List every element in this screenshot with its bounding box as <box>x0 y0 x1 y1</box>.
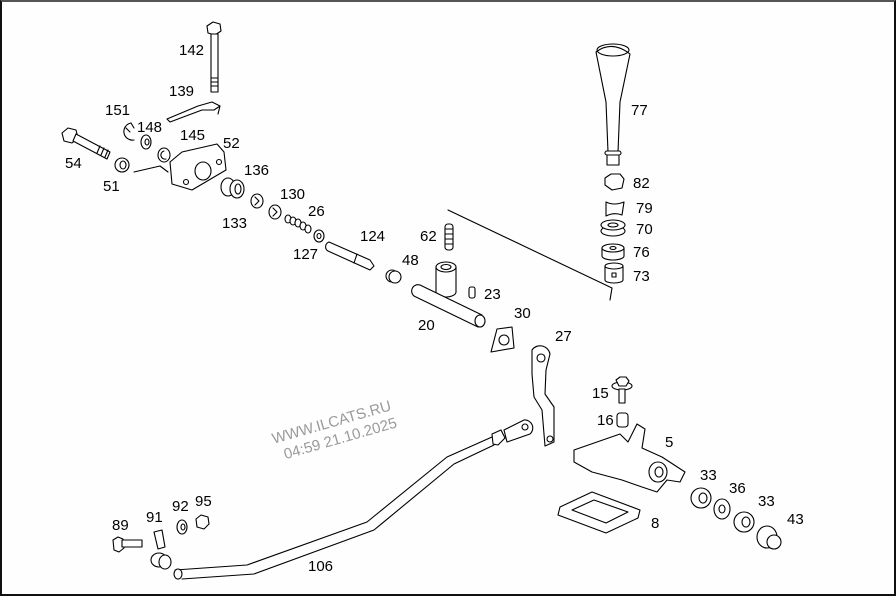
part-5-shift-bracket[interactable] <box>573 423 686 493</box>
callout-27[interactable]: 27 <box>555 328 572 345</box>
callout-33[interactable]: 33 <box>700 467 717 484</box>
callout-82[interactable]: 82 <box>633 175 650 192</box>
callout-70[interactable]: 70 <box>636 221 653 238</box>
part-142-bolt[interactable] <box>206 21 222 93</box>
callout-130[interactable]: 130 <box>280 186 305 203</box>
callout-142[interactable]: 142 <box>179 42 204 59</box>
part-76-bushing[interactable] <box>601 243 625 261</box>
callout-106[interactable]: 106 <box>308 558 333 575</box>
part-26-washer[interactable] <box>313 229 325 243</box>
part-43-bushing[interactable] <box>756 525 782 550</box>
callout-95[interactable]: 95 <box>195 493 212 510</box>
leader-line-shift-knob <box>447 209 613 301</box>
callout-20[interactable]: 20 <box>418 317 435 334</box>
callout-79[interactable]: 79 <box>636 200 653 217</box>
callout-124[interactable]: 124 <box>360 228 385 245</box>
part-62-spring[interactable] <box>444 223 454 251</box>
part-15-bolt[interactable] <box>611 376 633 404</box>
part-70-rubber-bushing[interactable] <box>600 219 626 237</box>
callout-73[interactable]: 73 <box>633 268 650 285</box>
callout-labels: 142 139 151 148 145 52 54 51 136 133 130… <box>65 42 804 575</box>
part-51-bushing[interactable] <box>114 157 130 173</box>
callout-151[interactable]: 151 <box>105 102 130 119</box>
callout-148[interactable]: 148 <box>137 119 162 136</box>
part-89-bolt[interactable] <box>112 536 143 553</box>
callout-33-second[interactable]: 33 <box>758 493 775 510</box>
part-79-sleeve[interactable] <box>605 201 625 217</box>
callout-77[interactable]: 77 <box>631 102 648 119</box>
callout-23[interactable]: 23 <box>484 286 501 303</box>
callout-62[interactable]: 62 <box>420 228 437 245</box>
part-148-washer[interactable] <box>140 134 152 150</box>
callout-5[interactable]: 5 <box>665 434 673 451</box>
part-130-ring[interactable] <box>268 204 282 220</box>
callout-15[interactable]: 15 <box>592 385 609 402</box>
part-136-bushing[interactable] <box>220 177 245 199</box>
part-82-nut[interactable] <box>604 173 625 191</box>
part-8-gasket[interactable] <box>557 491 641 534</box>
callout-26[interactable]: 26 <box>308 203 325 220</box>
part-127-spring[interactable] <box>284 214 312 234</box>
callout-8[interactable]: 8 <box>651 515 659 532</box>
part-91-clamp[interactable] <box>150 529 172 570</box>
part-73-insert[interactable] <box>604 262 624 284</box>
callout-16[interactable]: 16 <box>597 412 614 429</box>
callout-89[interactable]: 89 <box>112 517 129 534</box>
part-54-bolt[interactable] <box>61 127 111 160</box>
callout-43[interactable]: 43 <box>787 511 804 528</box>
part-48-sleeve[interactable] <box>385 269 402 284</box>
part-124-shaft[interactable] <box>325 241 375 271</box>
callout-139[interactable]: 139 <box>169 83 194 100</box>
callout-36[interactable]: 36 <box>729 480 746 497</box>
callout-48[interactable]: 48 <box>402 252 419 269</box>
callout-51[interactable]: 51 <box>103 178 120 195</box>
part-33-washer[interactable] <box>690 487 712 509</box>
part-139-spring-clip[interactable] <box>166 101 221 123</box>
callout-30[interactable]: 30 <box>514 305 531 322</box>
part-23-pin[interactable] <box>468 286 476 299</box>
watermark: WWW.ILCATS.RU 04:59 21.10.2025 <box>270 397 399 463</box>
part-36-lock-washer[interactable] <box>713 498 731 520</box>
callout-52[interactable]: 52 <box>223 135 240 152</box>
callout-92[interactable]: 92 <box>172 498 189 515</box>
part-20-shift-lever-housing[interactable] <box>411 261 486 328</box>
part-30-plate[interactable] <box>490 326 515 353</box>
part-77-shift-knob[interactable] <box>595 43 631 166</box>
callout-54[interactable]: 54 <box>65 155 82 172</box>
leader-line <box>133 165 169 173</box>
part-92-washer[interactable] <box>176 519 188 535</box>
part-16-sleeve[interactable] <box>616 412 629 428</box>
callout-76[interactable]: 76 <box>633 244 650 261</box>
part-145-bushing[interactable] <box>157 147 171 163</box>
part-133-ring[interactable] <box>250 193 264 209</box>
part-27-lever[interactable] <box>531 345 555 447</box>
part-95-nut[interactable] <box>195 514 210 530</box>
part-106-shift-rod[interactable] <box>173 419 534 580</box>
part-151-circlip[interactable] <box>123 122 135 141</box>
callout-91[interactable]: 91 <box>146 509 163 526</box>
callout-145[interactable]: 145 <box>180 127 205 144</box>
callout-127[interactable]: 127 <box>293 246 318 263</box>
part-52-bearing-bracket[interactable] <box>169 143 227 191</box>
part-33-washer-2[interactable] <box>733 511 755 533</box>
callout-136[interactable]: 136 <box>244 162 269 179</box>
callout-133[interactable]: 133 <box>222 215 247 232</box>
